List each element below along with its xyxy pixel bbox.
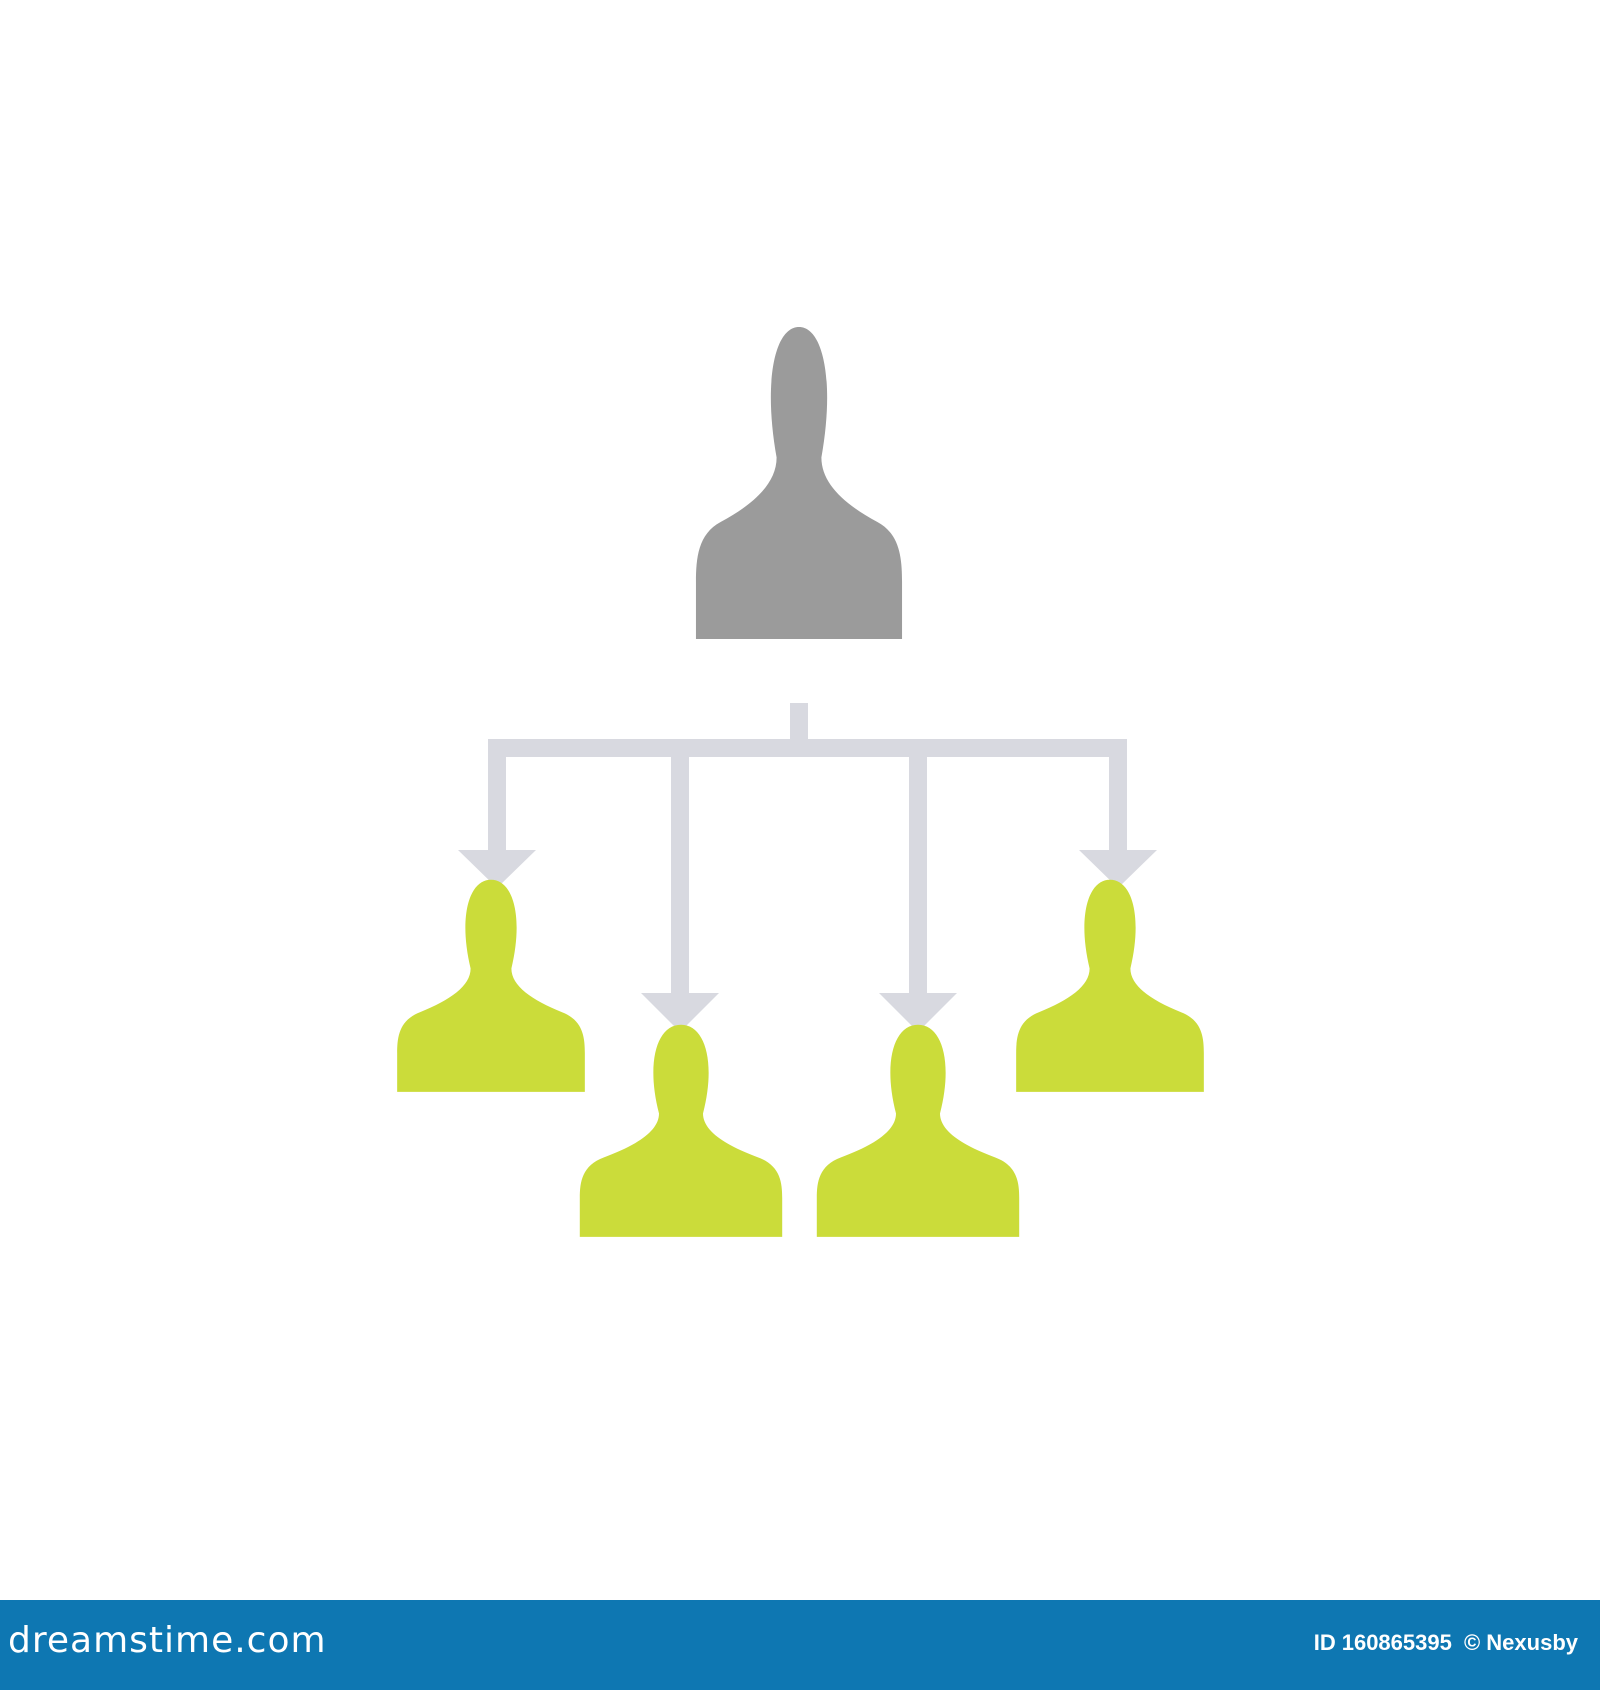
arrowhead-2 [641,993,719,1032]
image-id-label: ID [1313,1630,1336,1655]
subordinate-person-icon-3 [816,1024,1020,1237]
author-credit: © Nexusby [1463,1630,1578,1655]
subordinate-person-icon-2 [579,1024,783,1237]
hierarchy-diagram [397,327,1204,1237]
manager-person-icon [695,327,903,639]
brand-logo-text: dreamstime.com [8,1620,327,1661]
arrowhead-4 [1079,850,1157,888]
subordinate-person-icon-4 [1016,879,1204,1092]
subordinate-person-icon-1 [397,879,585,1092]
connector-lines [488,703,1127,1002]
connector-bracket [488,739,1127,858]
arrowhead-1 [458,850,536,888]
arrowhead-3 [879,993,957,1032]
image-id-value: 160865395 [1341,1630,1452,1655]
connector-arrowheads [458,850,1157,1032]
